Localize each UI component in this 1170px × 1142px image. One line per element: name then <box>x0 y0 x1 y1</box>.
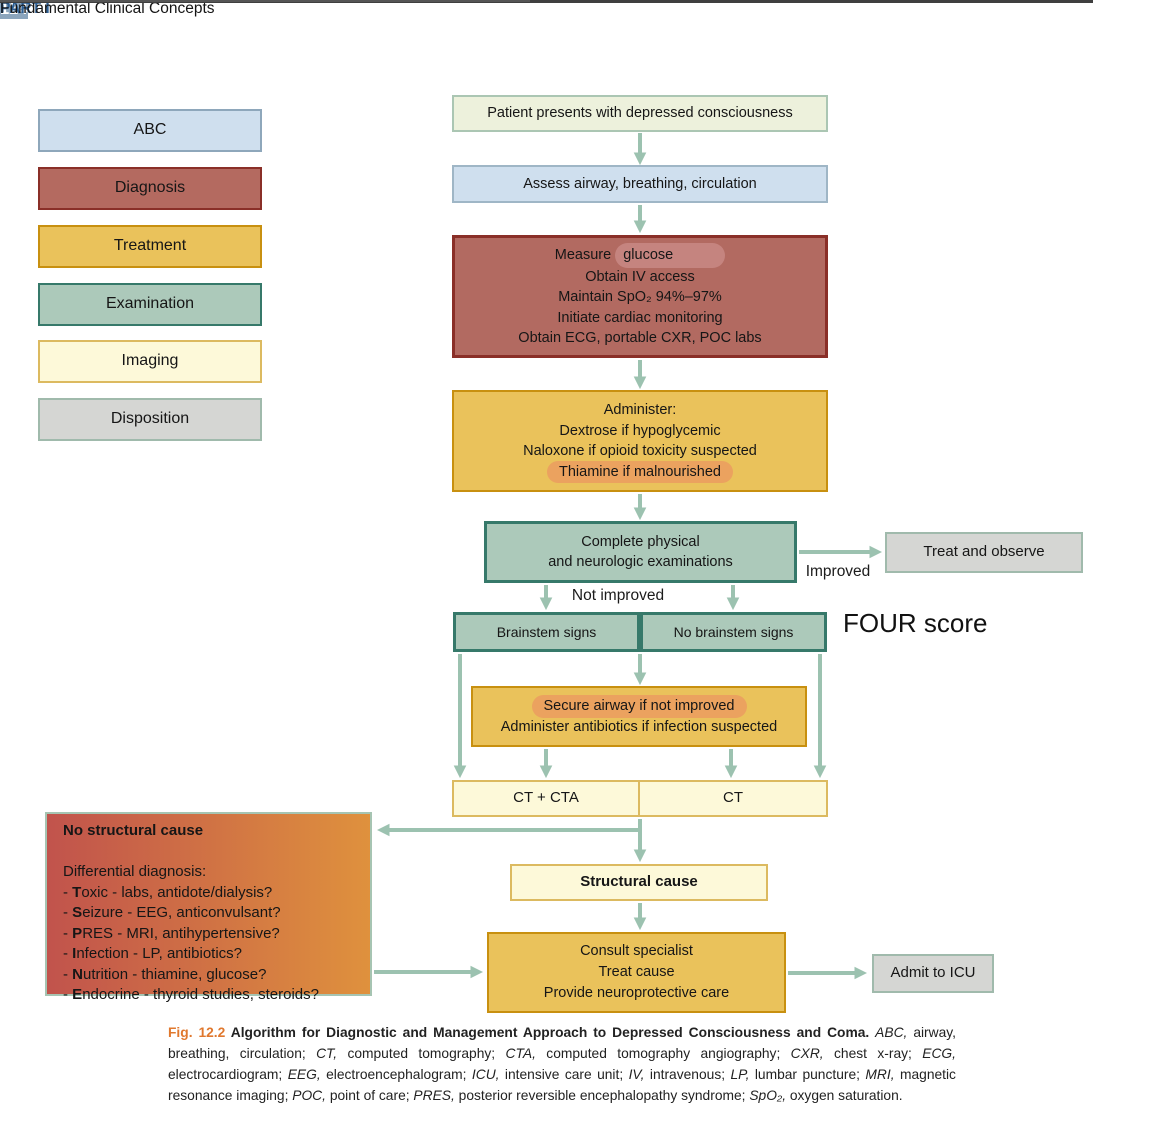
node-ct-label: CT <box>723 789 743 807</box>
legend-examination-label: Examination <box>105 295 195 313</box>
header-rule <box>0 0 1093 3</box>
part-title: Fundamental Clinical Concepts <box>0 0 215 17</box>
legend-disposition: Disposition <box>38 398 262 441</box>
node-treat-and-observe-label: Treat and observe <box>923 543 1045 561</box>
node-structural-cause-label: Structural cause <box>580 873 698 891</box>
node-no-brainstem-signs: No brainstem signs <box>640 612 827 652</box>
legend-examination: Examination <box>38 283 262 326</box>
legend-treatment-label: Treatment <box>113 237 187 255</box>
label-four-score: FOUR score <box>843 608 988 638</box>
page-number-badge: 124 <box>0 0 28 19</box>
node-structural-cause: Structural cause <box>510 864 768 901</box>
page-number: 124 <box>0 0 28 18</box>
node-no-brainstem-signs-label: No brainstem signs <box>673 623 794 640</box>
node-patient-presents: Patient presents with depressed consciou… <box>452 95 828 132</box>
node-no-structural-cause: No structural cause Differential diagnos… <box>45 812 372 1003</box>
legend-diagnosis: Diagnosis <box>38 167 262 210</box>
footer-rule <box>0 0 530 2</box>
node-assess-abc-label: Assess airway, breathing, circulation <box>523 175 757 192</box>
legend-treatment: Treatment <box>38 225 262 268</box>
node-admit-to-icu-label: Admit to ICU <box>890 964 976 982</box>
node-ct-cta-label: CT + CTA <box>513 789 579 807</box>
node-ct-cta: CT + CTA <box>452 780 640 817</box>
legend-disposition-label: Disposition <box>110 410 190 428</box>
legend-abc: ABC <box>38 109 262 152</box>
legend-imaging-label: Imaging <box>121 352 179 370</box>
node-assess-abc: Assess airway, breathing, circulation <box>452 165 828 203</box>
node-patient-presents-label: Patient presents with depressed consciou… <box>487 105 793 122</box>
node-ct: CT <box>638 780 828 817</box>
node-brainstem-signs-label: Brainstem signs <box>496 623 597 640</box>
node-admit-to-icu: Admit to ICU <box>872 954 994 993</box>
legend-diagnosis-label: Diagnosis <box>114 179 186 197</box>
node-treat-and-observe: Treat and observe <box>885 532 1083 573</box>
legend-imaging: Imaging <box>38 340 262 383</box>
node-brainstem-signs: Brainstem signs <box>453 612 640 652</box>
legend-abc-label: ABC <box>133 121 167 139</box>
figure-caption: Fig. 12.2 Algorithm for Diagnostic and M… <box>168 1025 956 1103</box>
part-label: PART I <box>0 0 50 17</box>
label-not-improved: Not improved <box>571 587 665 604</box>
label-improved: Improved <box>805 563 871 580</box>
